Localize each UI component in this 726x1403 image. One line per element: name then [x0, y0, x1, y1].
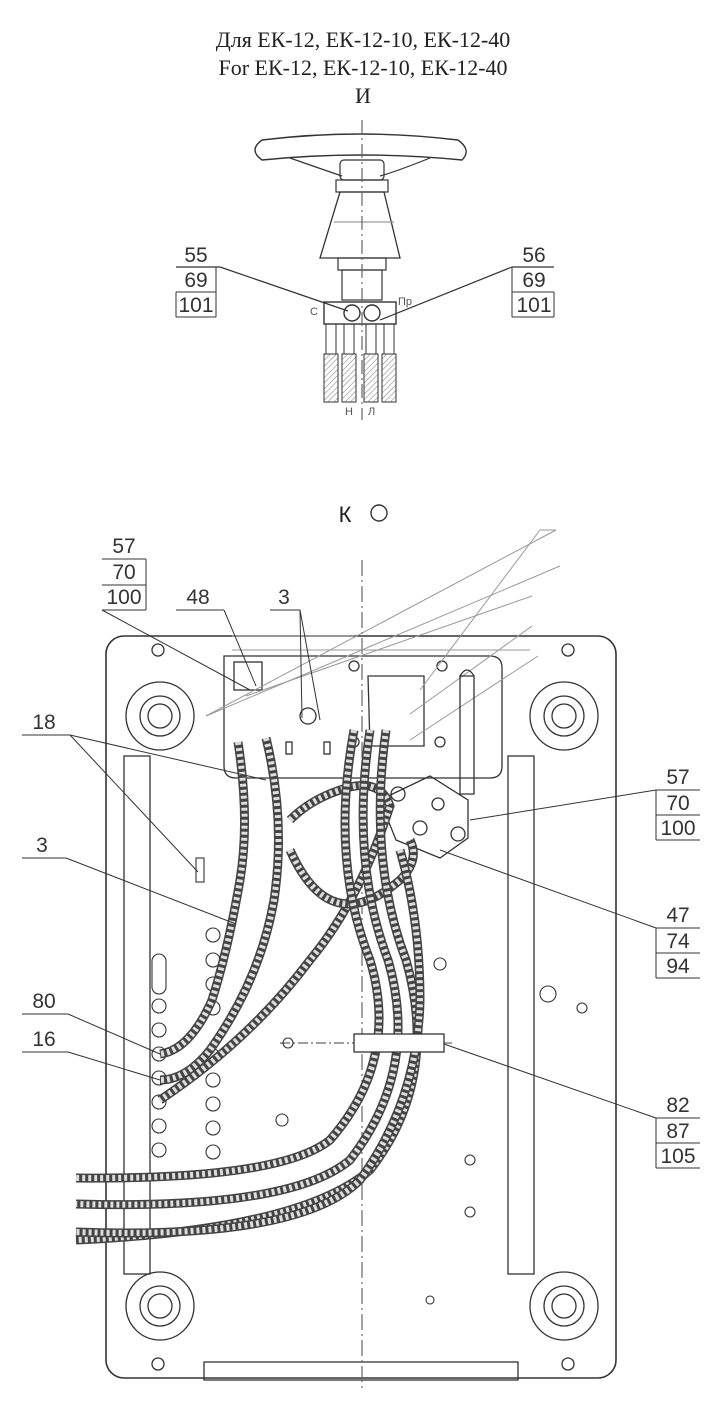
callout-47-ref: 94: [666, 955, 690, 978]
callout-82-ref: 105: [660, 1145, 696, 1168]
view-k-arrow: [370, 504, 388, 522]
callout-frames-i: [175, 267, 555, 318]
hose-clamp: [353, 1033, 445, 1053]
callout-47-qty: 74: [666, 930, 690, 953]
control-valve: [379, 669, 475, 859]
hydraulic-hoses: [75, 729, 425, 1245]
callout-55-pos: 55: [184, 244, 208, 267]
callout-57-left-ref: 100: [106, 586, 142, 609]
mounting-bosses: [125, 643, 599, 1371]
callout-82-qty: 87: [666, 1120, 690, 1143]
title-en: For ЕК-12, ЕК-12-10, ЕК-12-40: [218, 55, 508, 80]
callout-57-left-qty: 70: [112, 561, 136, 584]
callout-82-pos: 82: [666, 1094, 690, 1117]
callout-57-left-pos: 57: [112, 535, 136, 558]
callout-3-top: 3: [278, 586, 290, 609]
view-k-label: К: [338, 502, 352, 527]
callout-16: 16: [32, 1028, 56, 1051]
callout-56-ref: 101: [516, 294, 552, 317]
callout-3-left: 3: [36, 834, 48, 857]
callout-47-pos: 47: [666, 904, 690, 927]
leader-lines: [22, 609, 700, 1119]
callout-55-qty: 69: [184, 269, 208, 292]
callout-frames-k: [102, 558, 700, 1169]
view-i-label: И: [355, 83, 371, 108]
callout-80: 80: [32, 990, 56, 1013]
base-plate: [105, 560, 617, 1390]
callout-57-right-qty: 70: [666, 792, 690, 815]
steering-assembly: [176, 120, 554, 420]
mark-right: Пр: [398, 296, 413, 308]
callout-18: 18: [32, 711, 56, 734]
title-ru: Для ЕК-12, ЕК-12-10, ЕК-12-40: [215, 27, 511, 52]
callout-56-qty: 69: [522, 269, 546, 292]
callout-57-right-ref: 100: [660, 817, 696, 840]
mark-left: С: [310, 306, 318, 318]
mark-bottom-right: Л: [368, 406, 376, 418]
callout-55-ref: 101: [178, 294, 214, 317]
callout-48: 48: [186, 586, 210, 609]
callout-57-right-pos: 57: [666, 766, 690, 789]
callout-56-pos: 56: [522, 244, 546, 267]
mark-bottom-left: Н: [345, 406, 353, 418]
projection-lines: [205, 529, 561, 741]
